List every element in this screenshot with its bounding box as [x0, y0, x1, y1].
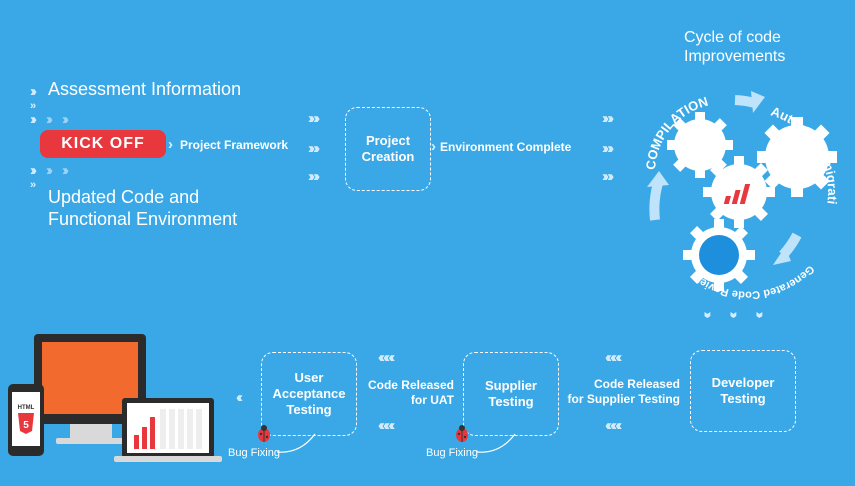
chevron-left-icon: ‹‹ [236, 389, 243, 406]
chevron-icon: ›› [30, 111, 37, 128]
developer-testing-box: Developer Testing [690, 350, 796, 432]
chevron-icon: ›› [30, 162, 37, 179]
chevron-icon: ›› [62, 111, 69, 128]
gear-cycle: COMPILATION Automated migration Generate… [615, 75, 840, 301]
code-released-uat-label: Code Released for UAT [367, 378, 454, 407]
chevron-icon: › [168, 136, 173, 153]
chevron-icon: ›› ›› [308, 110, 320, 127]
chevron-left-icon: ‹‹ ‹‹ ‹‹ [605, 349, 622, 366]
uat-box: User Acceptance Testing [261, 352, 357, 436]
environment-complete-label: Environment Complete [440, 140, 572, 154]
chevron-down-icon: ›› [751, 311, 769, 316]
chevron-icon: ›› ›› [602, 110, 614, 127]
bug-fixing-label: Bug Fixing [228, 447, 280, 459]
chevron-icon: ›› [46, 162, 53, 179]
chevron-icon: › [431, 138, 436, 155]
gear-icon [683, 219, 755, 291]
kickoff-button[interactable]: KICK OFF [40, 130, 166, 158]
chevron-down-icon: ›› [725, 311, 743, 316]
chevron-icon: ›› ›› [308, 168, 320, 185]
chevron-left-icon: ‹‹ ‹‹ ‹‹ [605, 417, 622, 434]
supplier-testing-box: Supplier Testing [463, 352, 559, 436]
arrow-icon [647, 171, 669, 187]
chevron-down-icon: ›› [699, 311, 717, 316]
html-label: HTML [18, 405, 35, 411]
updated-code-label: Updated Code and Functional Environment [48, 187, 238, 229]
arrow-icon [773, 247, 791, 265]
html5-icon [18, 413, 34, 434]
bug-icon [456, 425, 468, 442]
chevron-left-icon: ‹‹ ‹‹ ‹‹ [378, 417, 395, 434]
project-creation-box: Project Creation [345, 107, 431, 191]
project-framework-label: Project Framework [180, 138, 289, 152]
connector-curve [476, 433, 516, 453]
chevron-left-icon: ‹‹ ‹‹ ‹‹ [378, 349, 395, 366]
connector-curve [276, 433, 316, 453]
cycle-title: Cycle of code Improvements [684, 29, 786, 65]
assessment-label: Assessment Information [48, 79, 242, 99]
chevron-up-icon: » [30, 179, 36, 191]
devices-illustration: HTML 5 [8, 334, 222, 462]
chart-gear-icon [703, 156, 775, 228]
chevron-icon: ›› ›› [308, 140, 320, 157]
code-released-supplier-label: Code Released for Supplier Testing [567, 377, 680, 406]
chevron-icon: ›› [62, 162, 69, 179]
arrow-icon [751, 91, 765, 113]
chevron-icon: ›› ›› [602, 140, 614, 157]
chevron-icon: ›› [46, 111, 53, 128]
svg-text:5: 5 [23, 420, 29, 431]
chevron-icon: ›› [30, 83, 37, 100]
bug-fixing-label: Bug Fixing [426, 447, 478, 459]
chevron-icon: ›› ›› [602, 168, 614, 185]
bug-icon [258, 425, 270, 442]
